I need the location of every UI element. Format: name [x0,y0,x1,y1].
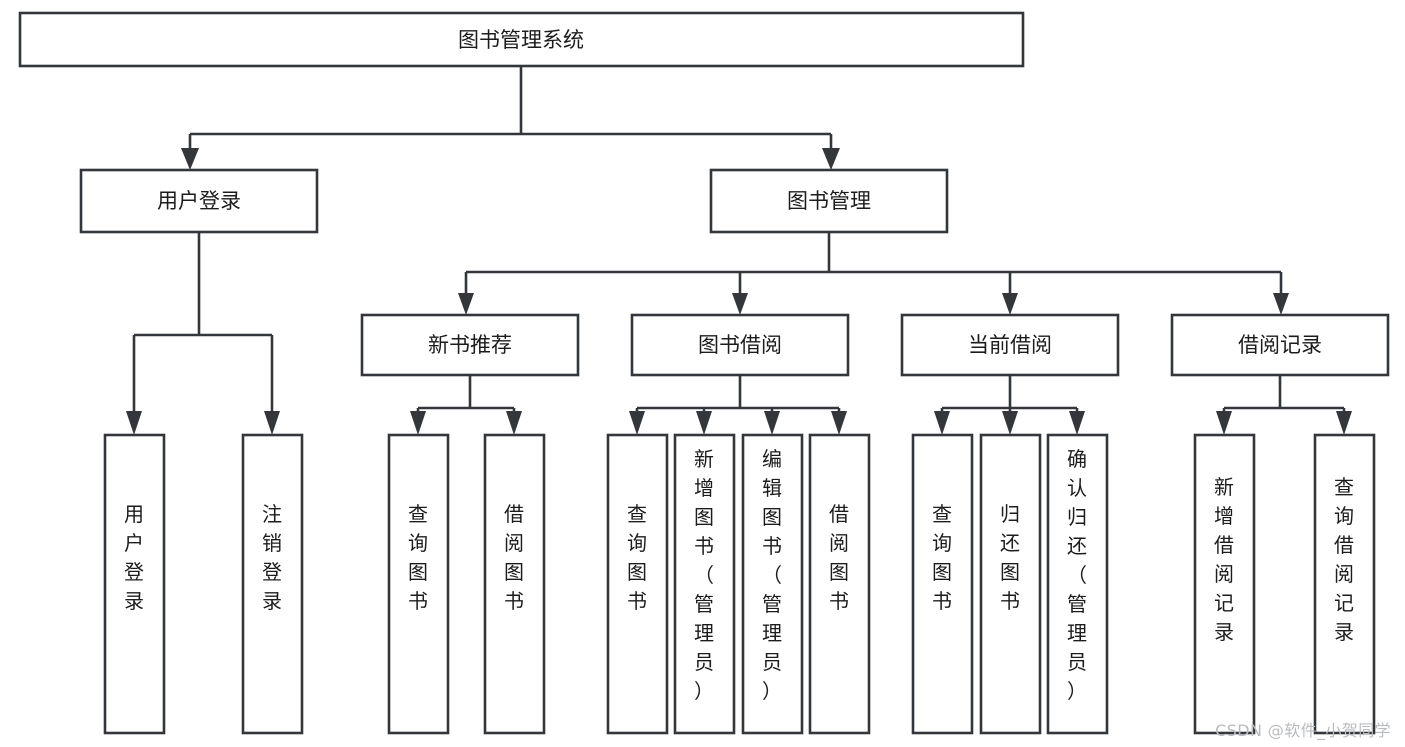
arrow-head-icon [696,411,712,435]
connector-root-to-level2 [181,66,840,170]
node-borrow-record-box [1170,313,1390,377]
arrow-head-icon [1069,411,1085,435]
leaf-label: 借阅图书 [504,502,524,613]
leaf-label: 查询借阅记录 [1334,475,1354,644]
leaf-book-borrow-2[interactable]: 编辑图书（管理员） [741,433,804,735]
leaf-label: 新增图书（管理员） [694,447,714,703]
connector-current-borrow-to-leaves [934,375,1085,435]
arrow-head-icon [506,411,522,435]
leaf-box [1313,433,1376,735]
node-book-borrow[interactable]: 图书借阅 [630,313,850,377]
leaf-label: 查询图书 [627,502,647,613]
leaf-borrow-record-1[interactable]: 查询借阅记录 [1313,433,1376,735]
leaf-box [103,433,166,735]
arrow-head-icon [1002,411,1018,435]
leaf-box [483,433,546,735]
leaf-book-borrow-1[interactable]: 新增图书（管理员） [673,433,736,735]
leaf-box [979,433,1042,735]
leaf-box [387,433,450,735]
arrow-head-icon [264,411,280,435]
node-book-management-label: 图书管理 [787,189,871,213]
node-current-borrow[interactable]: 当前借阅 [900,313,1120,377]
node-user-login[interactable]: 用户登录 [79,168,319,234]
arrow-head-icon [410,411,426,435]
connector-book-borrow-to-leaves [629,375,847,435]
connector-borrow-record-to-leaves [1216,375,1352,435]
arrow-head-icon [732,293,748,315]
leaf-box [1193,433,1256,735]
node-book-borrow-box [630,313,850,377]
leaf-label: 查询图书 [932,502,952,613]
leaf-label: 用户登录 [124,502,144,613]
leaf-box [808,433,871,735]
leaf-box [241,433,304,735]
node-borrow-record[interactable]: 借阅记录 [1170,313,1390,377]
node-borrow-record-label: 借阅记录 [1238,333,1322,357]
leaf-box [673,433,736,735]
node-new-book-recommend-label: 新书推荐 [428,333,512,357]
leaf-new-book-recommend-0[interactable]: 查询图书 [387,433,450,735]
connector-user-login-to-leaves [126,232,280,435]
leaf-label: 借阅图书 [829,502,849,613]
arrow-head-icon [629,411,645,435]
node-new-book-recommend[interactable]: 新书推荐 [360,313,580,377]
arrow-head-icon [1216,411,1232,435]
leaf-current-borrow-1[interactable]: 归还图书 [979,433,1042,735]
node-new-book-recommend-box [360,313,580,377]
leaf-box [606,433,669,735]
leaf-box [1046,433,1109,735]
arrow-head-icon [1336,411,1352,435]
leaf-label: 新增借阅记录 [1214,475,1234,644]
arrow-head-icon [126,411,142,435]
arrow-head-icon [1273,293,1289,315]
leaf-box [741,433,804,735]
leaf-box [911,433,974,735]
leaf-borrow-record-0[interactable]: 新增借阅记录 [1193,433,1256,735]
leaf-label: 确认归还（管理员） [1067,447,1087,703]
leaf-book-borrow-3[interactable]: 借阅图书 [808,433,871,735]
leaf-current-borrow-2[interactable]: 确认归还（管理员） [1046,433,1109,735]
leaf-label: 查询图书 [408,502,428,613]
arrow-head-icon [181,148,199,170]
node-root-label: 图书管理系统 [458,28,584,52]
node-root[interactable]: 图书管理系统 [18,11,1025,68]
leaf-user-login-0[interactable]: 用户登录 [103,433,166,735]
node-book-management-box [709,168,949,234]
leaf-user-login-1[interactable]: 注销登录 [241,433,304,735]
arrow-head-icon [934,411,950,435]
node-book-management[interactable]: 图书管理 [709,168,949,234]
leaf-label: 编辑图书（管理员） [762,447,782,703]
arrow-head-icon [831,411,847,435]
leaf-label: 注销登录 [262,502,282,613]
node-current-borrow-box [900,313,1120,377]
leaf-book-borrow-0[interactable]: 查询图书 [606,433,669,735]
node-book-borrow-label: 图书借阅 [698,333,782,357]
connector-book-management-to-level3 [458,232,1289,315]
arrow-head-icon [458,293,474,315]
node-user-login-label: 用户登录 [157,189,241,213]
leaf-current-borrow-0[interactable]: 查询图书 [911,433,974,735]
leaf-new-book-recommend-1[interactable]: 借阅图书 [483,433,546,735]
node-current-borrow-label: 当前借阅 [968,333,1052,357]
node-root-box [18,11,1025,68]
leaf-label: 归还图书 [1000,502,1020,613]
arrow-head-icon [822,148,840,170]
arrow-head-icon [1002,293,1018,315]
arrow-head-icon [764,411,780,435]
connector-new-book-recommend-to-leaves [410,375,522,435]
